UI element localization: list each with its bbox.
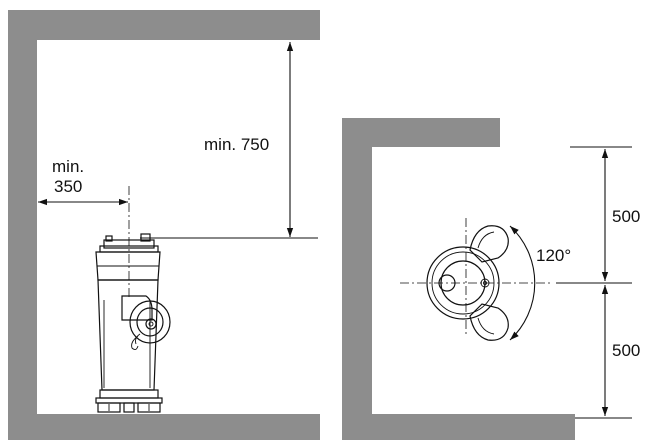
unit-side-view <box>95 233 171 413</box>
right-wall-enclosure <box>342 118 575 440</box>
right-view: 500 500 120° <box>342 118 640 440</box>
dim-label-min-text: min. <box>52 157 84 176</box>
left-wall-enclosure <box>8 10 320 440</box>
swing-arc-120 <box>509 225 536 341</box>
swing-angle-label: 120° <box>536 246 571 265</box>
dim-label-350-text: 350 <box>54 177 82 196</box>
dim-label-upper-500: 500 <box>612 207 640 226</box>
unit-top-view <box>426 225 509 341</box>
dim-label-lower-500: 500 <box>612 341 640 360</box>
left-view: min. 750 min. 350 <box>8 10 320 440</box>
dim-label-min-750: min. 750 <box>204 135 269 154</box>
